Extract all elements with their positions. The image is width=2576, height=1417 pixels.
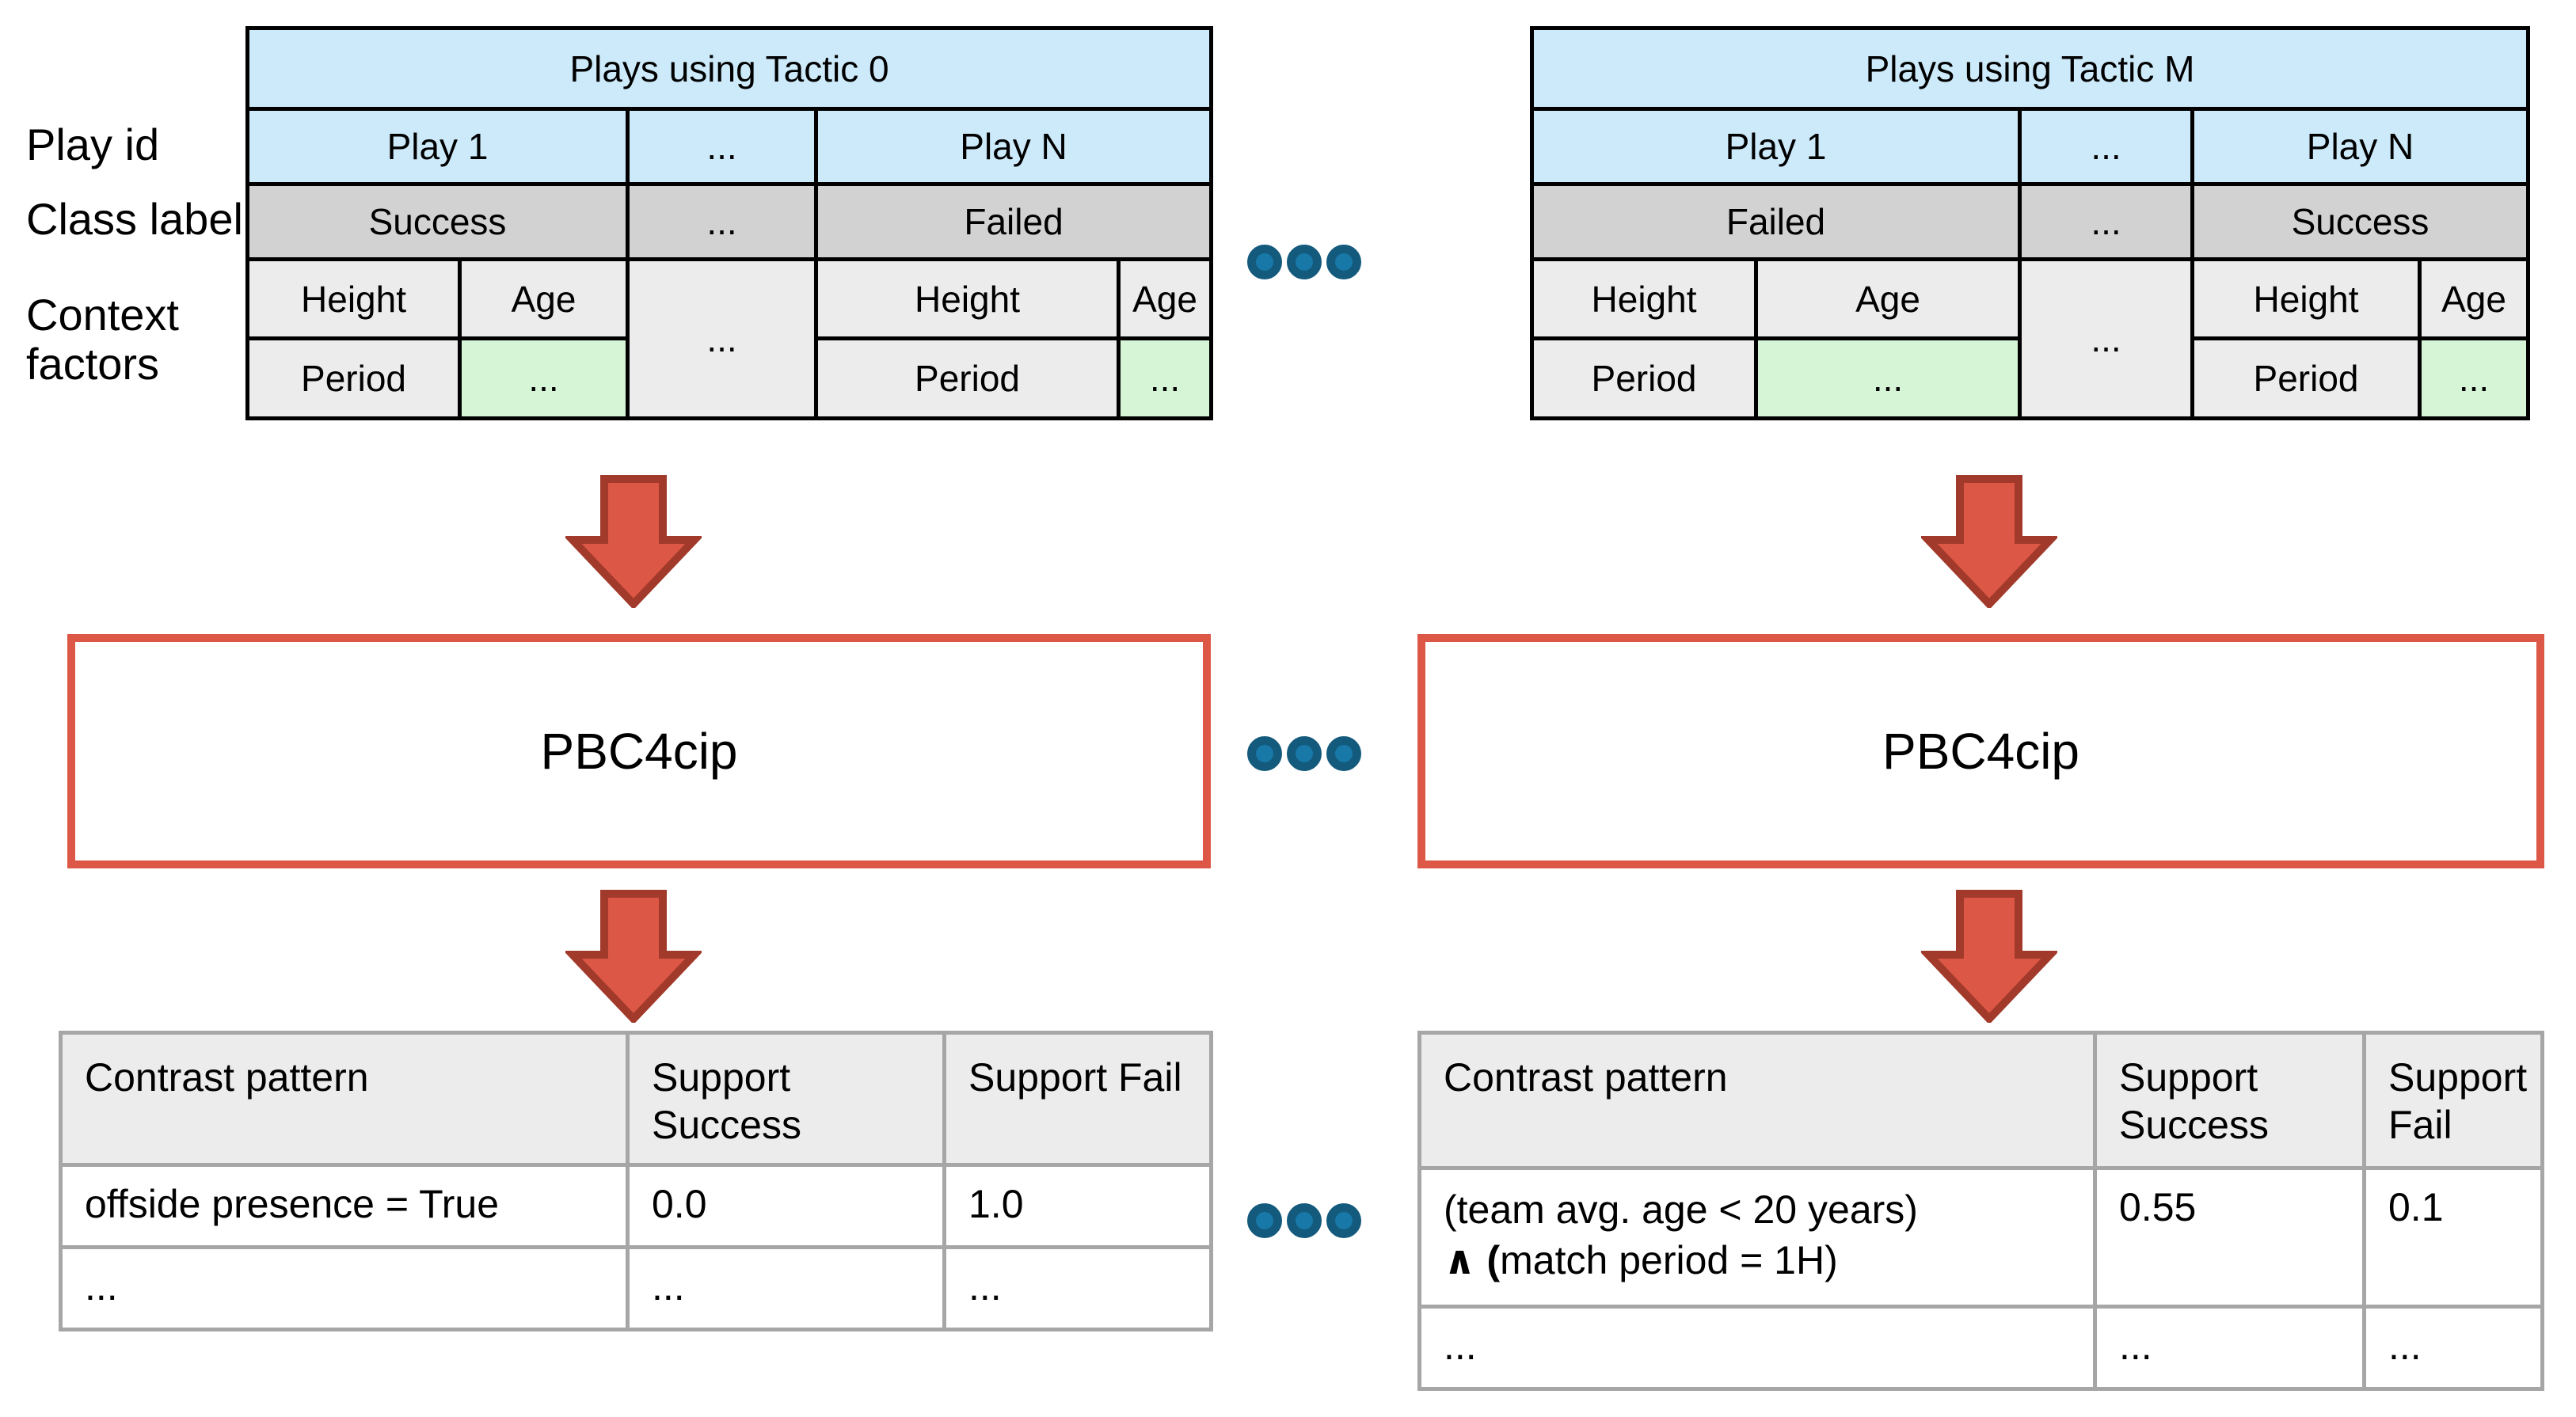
- context-label-line2: factors: [26, 339, 160, 389]
- row-label-context-factors: Context factors: [26, 291, 179, 389]
- pattern-0-row1-support-fail: 1.0: [942, 1163, 1213, 1249]
- pattern-0-row1-support-success: 0.0: [626, 1163, 946, 1249]
- dot-icon: [1247, 736, 1282, 771]
- pattern-m-row1-pattern: (team avg. age < 20 years) ∧ (match peri…: [1417, 1166, 2097, 1309]
- pattern-0-row1-pattern: offside presence = True: [59, 1163, 630, 1249]
- ellipsis-dots-top: [1247, 245, 1361, 279]
- dot-icon: [1247, 1203, 1282, 1238]
- tactic-0-play-n-cell: Play N: [813, 107, 1214, 186]
- pattern-m-row2-pattern: ...: [1417, 1305, 2097, 1391]
- pattern-table-m: Contrast pattern Support Success Support…: [1417, 1031, 2544, 1391]
- tactic-m-context-height-1: Height: [1530, 257, 1758, 340]
- pbc4cip-label: PBC4cip: [540, 723, 738, 780]
- tactic-0-context-height-2: Height: [814, 257, 1121, 340]
- tactic-m-class-ellipsis-cell: ...: [2018, 182, 2194, 261]
- pattern-0-row2-support-success: ...: [626, 1245, 946, 1332]
- tactic-m-title-cell: Plays using Tactic M: [1529, 26, 2531, 111]
- tactic-0-context-ellipsis-2: ...: [1116, 336, 1214, 420]
- tactic-m-context-age-2: Age: [2417, 257, 2531, 340]
- ellipsis-dots-bottom: [1247, 1203, 1361, 1238]
- pattern-m-row1-line1: (team avg. age < 20 years): [1444, 1187, 1918, 1232]
- dot-icon: [1326, 245, 1361, 279]
- pattern-m-row1-support-fail: 0.1: [2362, 1166, 2544, 1309]
- pattern-0-header-contrast: Contrast pattern: [59, 1031, 630, 1167]
- tactic-table-m: Plays using Tactic M Play 1 ... Play N F…: [1529, 26, 2531, 420]
- down-arrow-icon: [565, 475, 702, 608]
- dot-icon: [1287, 245, 1322, 279]
- tactic-0-class-ellipsis-cell: ...: [626, 182, 818, 261]
- tactic-0-context-height-1: Height: [245, 257, 462, 340]
- tactic-table-0: Plays using Tactic 0 Play 1 ... Play N S…: [245, 26, 1214, 420]
- tactic-m-context-height-2: Height: [2190, 257, 2422, 340]
- tactic-m-context-period-1: Period: [1530, 336, 1758, 420]
- pattern-0-row2-support-fail: ...: [942, 1245, 1213, 1332]
- tactic-m-context-age-1: Age: [1754, 257, 2022, 340]
- dot-icon: [1326, 1203, 1361, 1238]
- tactic-m-play-ellipsis-cell: ...: [2018, 107, 2194, 186]
- tactic-0-context-mid-ellipsis: ...: [626, 257, 818, 420]
- tactic-0-context-age-1: Age: [458, 257, 630, 340]
- pattern-0-row2-pattern: ...: [59, 1245, 630, 1332]
- tactic-m-context-mid-ellipsis: ...: [2018, 257, 2194, 420]
- pbc4cip-box-right: PBC4cip: [1417, 634, 2544, 868]
- pattern-m-row2-support-success: ...: [2093, 1305, 2366, 1391]
- pattern-m-header-support-success: Support Success: [2093, 1031, 2366, 1170]
- pattern-0-header-support-success: Support Success: [626, 1031, 946, 1167]
- tactic-0-context-age-2: Age: [1116, 257, 1214, 340]
- tactic-0-play-1-cell: Play 1: [245, 107, 630, 186]
- down-arrow-icon: [565, 890, 702, 1023]
- tactic-0-context-period-2: Period: [814, 336, 1121, 420]
- tactic-m-class-failed-cell: Failed: [1530, 182, 2022, 261]
- tactic-m-play-n-cell: Play N: [2190, 107, 2531, 186]
- dot-icon: [1326, 736, 1361, 771]
- pattern-m-header-contrast: Contrast pattern: [1417, 1031, 2097, 1170]
- tactic-0-context-ellipsis-1: ...: [458, 336, 630, 420]
- pattern-m-row1-support-success: 0.55: [2093, 1166, 2366, 1309]
- row-label-class-label: Class label: [26, 194, 243, 244]
- ellipsis-dots-middle: [1247, 736, 1361, 771]
- tactic-m-context-ellipsis-1: ...: [1754, 336, 2022, 420]
- tactic-0-class-failed-cell: Failed: [813, 182, 1214, 261]
- tactic-m-class-success-cell: Success: [2190, 182, 2531, 261]
- pattern-m-header-support-fail: Support Fail: [2362, 1031, 2544, 1170]
- tactic-0-title-cell: Plays using Tactic 0: [245, 26, 1214, 111]
- tactic-0-play-ellipsis-cell: ...: [626, 107, 818, 186]
- tactic-0-context-period-1: Period: [245, 336, 462, 420]
- down-arrow-icon: [1921, 475, 2057, 608]
- tactic-m-context-ellipsis-2: ...: [2417, 336, 2531, 420]
- row-label-play-id: Play id: [26, 120, 160, 169]
- dot-icon: [1247, 245, 1282, 279]
- pbc4cip-label: PBC4cip: [1882, 723, 2079, 780]
- pattern-m-row1-line2: ∧ (match period = 1H): [1444, 1238, 1838, 1282]
- pbc4cip-box-left: PBC4cip: [67, 634, 1211, 868]
- context-label-line1: Context: [26, 290, 179, 340]
- pattern-m-row2-support-fail: ...: [2362, 1305, 2544, 1391]
- tactic-m-context-period-2: Period: [2190, 336, 2422, 420]
- dot-icon: [1287, 1203, 1322, 1238]
- pattern-table-0: Contrast pattern Support Success Support…: [59, 1031, 1213, 1332]
- down-arrow-icon: [1921, 890, 2057, 1023]
- tactic-0-class-success-cell: Success: [245, 182, 630, 261]
- tactic-m-play-1-cell: Play 1: [1530, 107, 2022, 186]
- pattern-0-header-support-fail: Support Fail: [942, 1031, 1213, 1167]
- dot-icon: [1287, 736, 1322, 771]
- and-operator: ∧ (: [1444, 1238, 1501, 1282]
